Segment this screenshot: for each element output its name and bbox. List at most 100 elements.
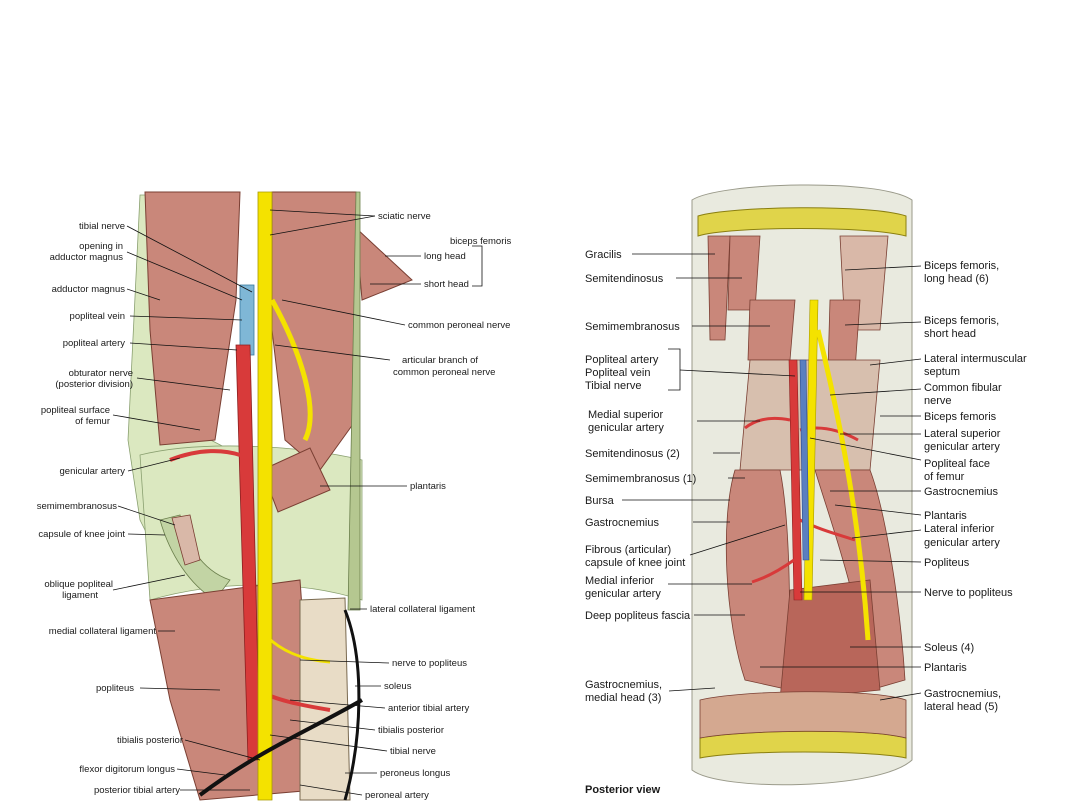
lbl-popliteal-artery: popliteal artery (63, 338, 126, 349)
left-leader-lines (112, 209, 483, 796)
lbl-tibial-nerve: tibial nerve (79, 221, 125, 232)
semimembranosus-tendon (171, 514, 201, 566)
common-peroneal-nerve-shape (269, 298, 313, 442)
lbl-pf-2: of femur (924, 471, 965, 483)
nerve-to-popliteus-shape (263, 633, 331, 664)
lbl-short-head: short head (424, 279, 469, 290)
lbl-miga-2: genicular artery (585, 588, 661, 600)
lbl-medial-collateral: medial collateral ligament (49, 626, 157, 637)
right-semitendinosus (727, 235, 761, 311)
right-gracilis (707, 235, 731, 341)
lbl-gastrocnemius-r: Gastrocnemius (924, 486, 998, 498)
lbl-lsga-2: genicular artery (924, 441, 1000, 453)
lbl-lsga-1: Lateral superior (924, 428, 1001, 440)
lbl-cfn-1: Common fibular (924, 382, 1002, 394)
lbl-soleus: soleus (384, 681, 412, 692)
left-illustration (37, 186, 413, 806)
right-leader-lines (622, 253, 922, 701)
lbl-nerve-to-popliteus: nerve to popliteus (392, 658, 467, 669)
lbl-adductor-magnus: adductor magnus (52, 284, 126, 295)
lbl-bfs-2: short head (924, 328, 976, 340)
lbl-fdl: flexor digitorum longus (79, 764, 175, 775)
lbl-opening-2: adductor magnus (50, 252, 124, 263)
lbl-glh-1: Gastrocnemius, (924, 688, 1001, 700)
right-labels: Gracilis Semitendinosus Semimembranosus … (585, 249, 1027, 796)
lbl-msga-2: genicular artery (588, 422, 664, 434)
peroneal-line-shape (198, 698, 363, 797)
lbl-obturator-2: (posterior division) (55, 379, 133, 390)
right-semimembranosus (747, 299, 796, 361)
lbl-artbranch-2: common peroneal nerve (393, 367, 495, 378)
lbl-plantaris-2: Plantaris (924, 662, 967, 674)
lbl-lis-2: septum (924, 366, 960, 378)
lbl-obturator-1: obturator nerve (69, 368, 133, 379)
lbl-genicular-artery: genicular artery (60, 466, 126, 477)
lbl-oblique-1: oblique popliteal (44, 579, 113, 590)
lbl-semimembranosus: Semimembranosus (585, 321, 680, 333)
lbl-gmh-1: Gastrocnemius, (585, 679, 662, 691)
lbl-long-head: long head (424, 251, 466, 262)
lbl-common-peroneal-nerve: common peroneal nerve (408, 320, 510, 331)
lbl-oblique-2: ligament (62, 590, 98, 601)
lbl-lis-1: Lateral intermuscular (924, 353, 1027, 365)
lbl-bfl-1: Biceps femoris, (924, 260, 999, 272)
lbl-semitendinosus: Semitendinosus (585, 273, 664, 285)
lbl-posterior-tibial-artery: posterior tibial artery (94, 785, 180, 796)
lbl-lateral-collateral: lateral collateral ligament (370, 604, 475, 615)
lbl-semitendinosus-2: Semitendinosus (2) (585, 448, 680, 460)
lbl-gastrocnemius-l: Gastrocnemius (585, 517, 659, 529)
popliteal-vein-shape (239, 284, 255, 356)
lbl-gracilis: Gracilis (585, 249, 622, 261)
lbl-biceps-femoris-r: Biceps femoris (924, 411, 997, 423)
lateral-band (347, 191, 361, 611)
lbl-popsurf-2: of femur (75, 416, 110, 427)
lbl-popsurf-1: popliteal surface (41, 405, 110, 416)
lbl-semimembranosus: semimembranosus (37, 501, 117, 512)
right-biceps-short (827, 299, 861, 371)
right-popliteal-vein (799, 359, 810, 561)
lbl-nerve-to-popliteus-r: Nerve to popliteus (924, 587, 1013, 599)
lbl-tibialis-posterior-r: tibialis posterior (378, 725, 444, 736)
lbl-popliteal-vein: popliteal vein (70, 311, 125, 322)
lbl-artbranch-1: articular branch of (402, 355, 478, 366)
lbl-msga-1: Medial superior (588, 409, 664, 421)
tibial-nerve-shape (257, 191, 273, 801)
lbl-posterior-view: Posterior view (585, 784, 661, 796)
lbl-soleus-4: Soleus (4) (924, 642, 974, 654)
lbl-fibrous-2: capsule of knee joint (585, 557, 685, 569)
upper-cut-band (697, 207, 907, 237)
lbl-bfs-1: Biceps femoris, (924, 315, 999, 327)
right-common-fibular-nerve (815, 329, 871, 641)
biceps-femoris-shape (271, 191, 357, 471)
right-popliteal-artery (788, 359, 803, 601)
lbl-semimembranosus-1: Semimembranosus (1) (585, 473, 696, 485)
lbl-fibrous-1: Fibrous (articular) (585, 544, 671, 556)
right-msga (744, 416, 791, 430)
biceps-short-head-shape (355, 226, 413, 301)
lbl-popliteal-artery-r: Popliteal artery (585, 354, 659, 366)
lbl-tibialis-posterior-l: tibialis posterior (117, 735, 183, 746)
popliteus-shape (149, 579, 316, 801)
right-gastroc-lateral (814, 469, 906, 691)
lbl-popliteal-vein-r: Popliteal vein (585, 367, 650, 379)
lbl-plantaris-r: Plantaris (924, 510, 967, 522)
lbl-peroneus-longus: peroneus longus (380, 768, 450, 779)
lbl-biceps-femoris: biceps femoris (450, 236, 511, 247)
right-miga (751, 558, 795, 584)
lbl-capsule: capsule of knee joint (38, 529, 125, 540)
lbl-bfl-2: long head (6) (924, 273, 989, 285)
lbl-popliteus: popliteus (96, 683, 134, 694)
lbl-cfn-2: nerve (924, 395, 952, 407)
lbl-tibial-nerve-r: tibial nerve (390, 746, 436, 757)
lbl-liga-1: Lateral inferior (924, 523, 995, 535)
right-soleus (779, 579, 881, 701)
right-illustration (691, 184, 913, 786)
lbl-popliteus-r: Popliteus (924, 557, 970, 569)
left-labels: tibial nerve opening in adductor magnus … (37, 211, 512, 801)
lbl-anterior-tibial-artery: anterior tibial artery (388, 703, 470, 714)
lbl-liga-2: genicular artery (924, 537, 1000, 549)
lbl-gmh-2: medial head (3) (585, 692, 661, 704)
tibia-head (299, 597, 351, 801)
lbl-pf-1: Popliteal face (924, 458, 990, 470)
